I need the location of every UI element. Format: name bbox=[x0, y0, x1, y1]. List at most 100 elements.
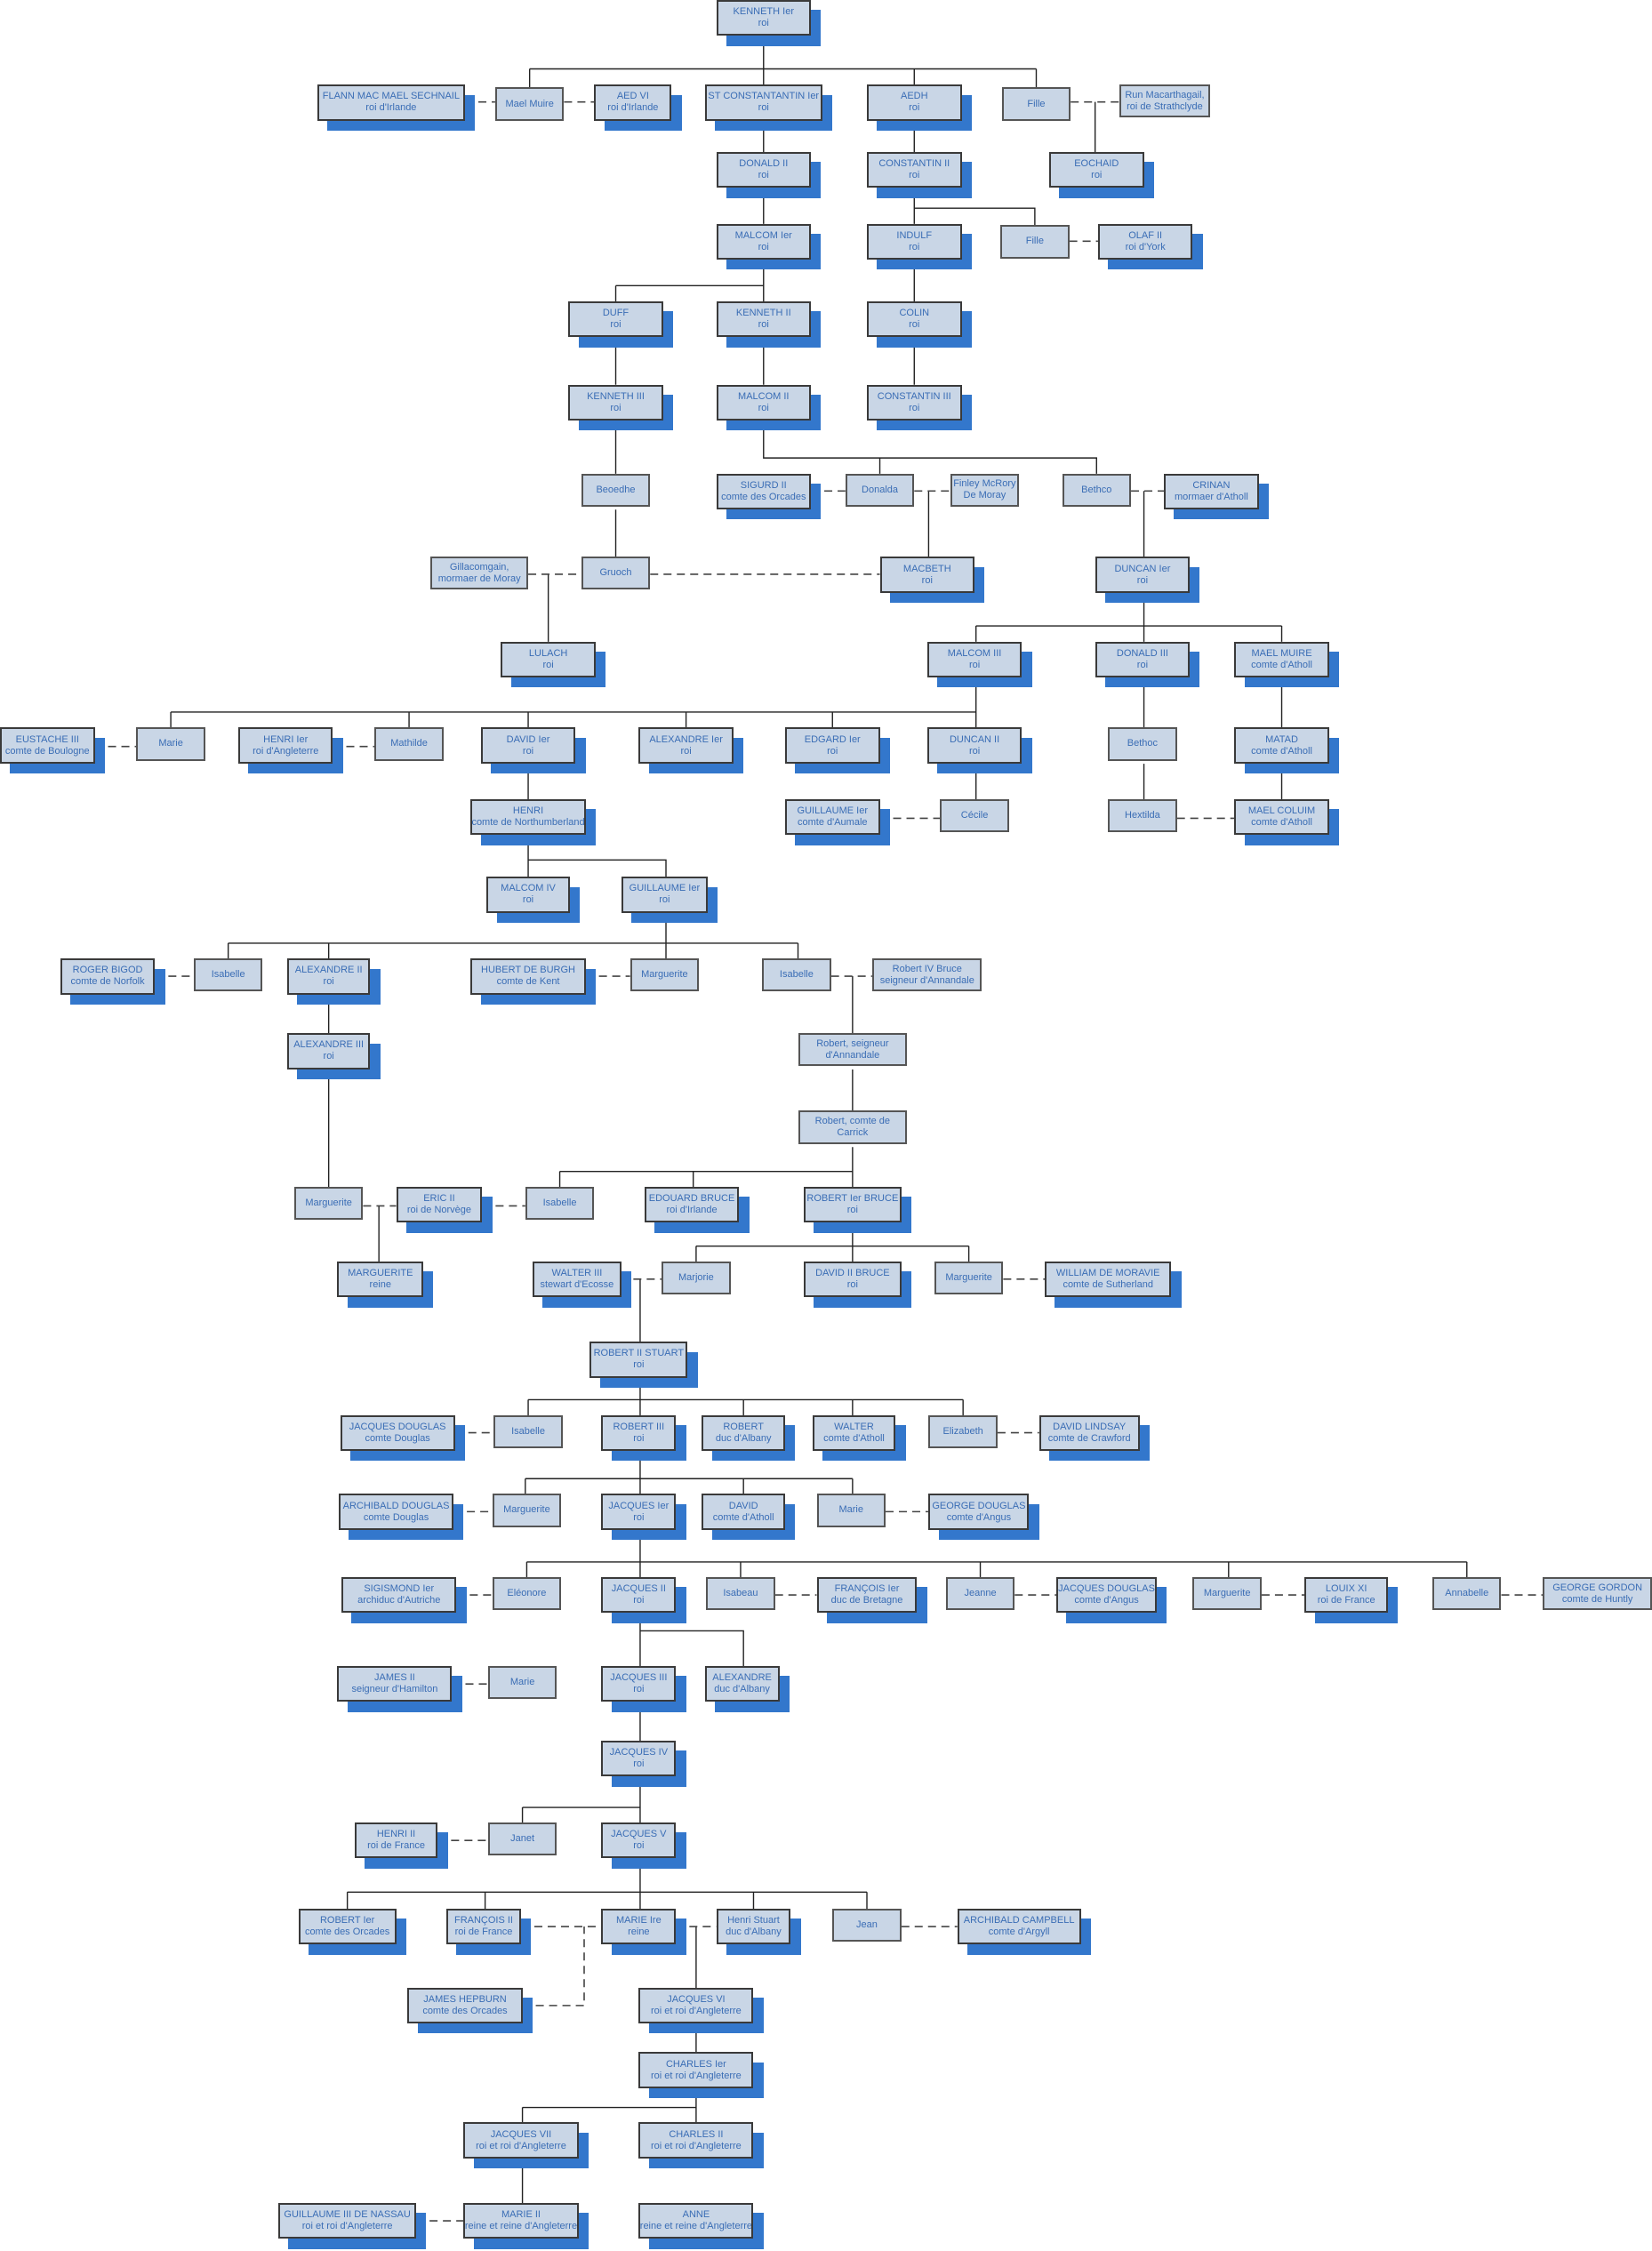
person-title: comte de Crawford bbox=[1047, 1432, 1131, 1444]
descent-line bbox=[528, 677, 1281, 799]
person-name: Beoedhe bbox=[596, 484, 636, 495]
person-title: roi de France bbox=[454, 1927, 513, 1938]
person-name: JACQUES IV bbox=[609, 1747, 669, 1758]
person-title: mormaer de Moray bbox=[437, 573, 521, 584]
person-title: seigneur d'Hamilton bbox=[351, 1684, 438, 1695]
person-box: Mathilde bbox=[374, 727, 444, 761]
person-name: Marie bbox=[158, 738, 183, 749]
descent-line bbox=[329, 976, 853, 1262]
person-title: comte des Orcades bbox=[304, 1927, 390, 1938]
person-title: seigneur d'Annandale bbox=[879, 974, 974, 986]
person-name: CHARLES Ier bbox=[665, 2058, 726, 2070]
person-title: comte Douglas bbox=[365, 1432, 430, 1444]
person-title: roi d'Irlande bbox=[365, 102, 417, 114]
descent-line bbox=[229, 836, 798, 959]
person-title: comte de Northumberland bbox=[471, 817, 585, 829]
person-title: roi bbox=[522, 745, 534, 757]
person-name: KENNETH III bbox=[587, 390, 645, 402]
person-title: roi bbox=[1136, 659, 1149, 670]
person-title: roi bbox=[758, 102, 769, 114]
person-node: Mathilde bbox=[374, 727, 444, 761]
person-box: Hextilda bbox=[1108, 799, 1177, 833]
descent-line bbox=[530, 36, 1037, 87]
descent-line bbox=[171, 677, 976, 728]
person-box: Marguerite bbox=[934, 1261, 1004, 1295]
person-name: Bethoc bbox=[1127, 738, 1159, 749]
person-name: SIGISMOND Ier bbox=[364, 1583, 435, 1595]
person-title: roi bbox=[1136, 574, 1149, 586]
person-name: ROGER BIGOD bbox=[72, 965, 143, 976]
person-name: FRANÇOIS Ier bbox=[834, 1583, 900, 1595]
person-title: roi et roi d'Angleterre bbox=[651, 2140, 742, 2151]
person-box: Isabeau bbox=[706, 1577, 775, 1611]
person-node: Isabelle bbox=[493, 1414, 563, 1448]
person-name: ROBERT II STUART bbox=[593, 1348, 685, 1359]
person-name: Janet bbox=[510, 1833, 535, 1845]
person-name: Cécile bbox=[960, 810, 989, 821]
person-name: INDULF bbox=[896, 229, 933, 241]
person-name: Elizabeth bbox=[942, 1425, 983, 1437]
person-box: Run Macarthagail,roi de Strathclyde bbox=[1119, 84, 1210, 118]
person-name: Marguerite bbox=[503, 1504, 550, 1516]
person-title: roi de Strathclyde bbox=[1127, 100, 1203, 112]
person-name: CONSTANTIN II bbox=[878, 158, 950, 170]
person-title: roi bbox=[909, 402, 920, 413]
person-box: Fille bbox=[1001, 87, 1071, 121]
person-name: Mael Muire bbox=[505, 98, 554, 109]
person-title: roi et roi d'Angleterre bbox=[651, 2005, 742, 2016]
person-node: Isabelle bbox=[193, 958, 263, 992]
person-title: comte des Orcades bbox=[422, 2005, 508, 2016]
person-name: ARCHIBALD DOUGLAS bbox=[342, 1500, 450, 1511]
person-title: roi bbox=[633, 1758, 645, 1770]
person-node: Marie bbox=[487, 1666, 557, 1700]
person-name: Donalda bbox=[862, 484, 898, 495]
person-node: Isabelle bbox=[525, 1186, 595, 1221]
person-name: Marguerite bbox=[945, 1271, 992, 1283]
person-name: Isabeau bbox=[723, 1588, 758, 1599]
descent-line bbox=[525, 1452, 853, 1494]
person-name: SIGURD II bbox=[740, 479, 787, 491]
marriage-line bbox=[95, 102, 1544, 2221]
person-title: roi bbox=[633, 1595, 645, 1606]
